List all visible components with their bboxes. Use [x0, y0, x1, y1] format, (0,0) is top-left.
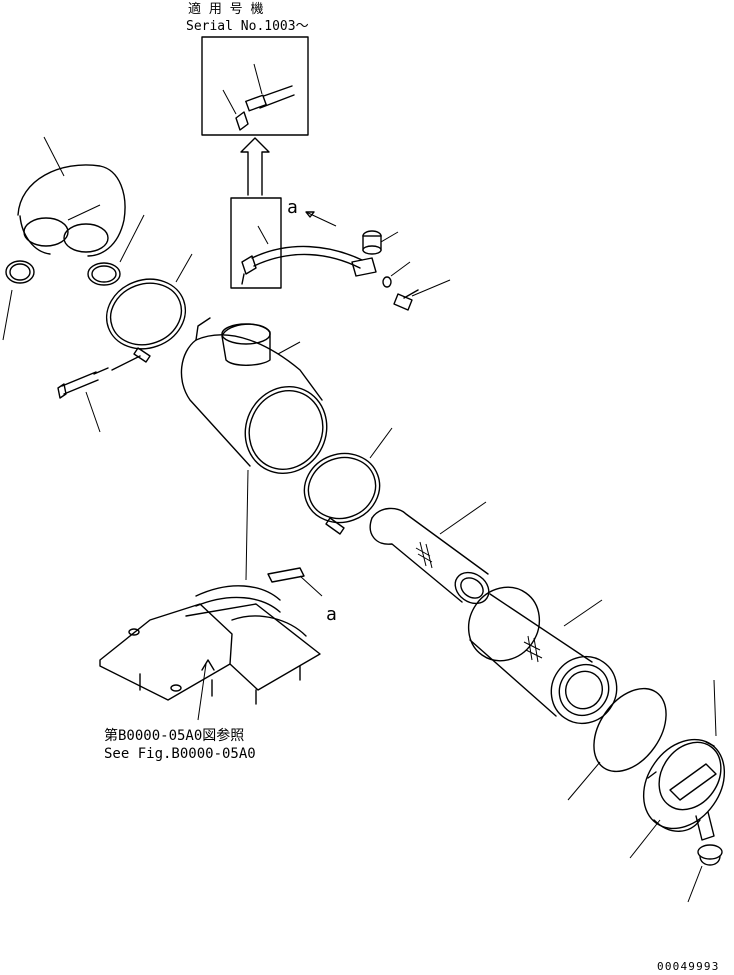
- drawing-number: 00049993: [657, 960, 720, 973]
- ref-label-a-upper: a: [287, 197, 298, 218]
- see-figure-en: See Fig.B0000-05A0: [104, 746, 256, 762]
- inset-title-jp: 適 用 号 機: [188, 1, 263, 17]
- small-bolt: [393, 279, 451, 311]
- indicator-hose: [241, 225, 377, 285]
- primary-element: [467, 586, 618, 725]
- detail-box: [230, 197, 282, 289]
- hose-clamp-center: [87, 214, 145, 286]
- hose-clamp-left: [2, 260, 35, 341]
- band-clamp-upper: [105, 253, 193, 371]
- elbow-hose: [17, 136, 126, 257]
- band-clamp-lower: [303, 427, 393, 535]
- dust-indicator: [362, 230, 399, 255]
- upward-arrow: [240, 137, 270, 196]
- air-cleaner-cover: [629, 679, 726, 859]
- air-cleaner-body: [180, 317, 328, 581]
- inset-hose-fitting: [222, 63, 295, 131]
- bolt-left: [57, 367, 109, 433]
- see-figure-jp: 第B0000-05A0図参照: [104, 727, 244, 744]
- washer: [382, 261, 411, 288]
- inset-frame: [201, 36, 309, 136]
- ref-label-a-lower: a: [326, 604, 337, 625]
- evacuator-valve: [687, 844, 723, 903]
- safety-element: [369, 501, 490, 605]
- mounting-bracket: [99, 567, 321, 721]
- o-ring: [567, 687, 667, 801]
- inset-title-en: Serial No.1003～: [186, 19, 309, 34]
